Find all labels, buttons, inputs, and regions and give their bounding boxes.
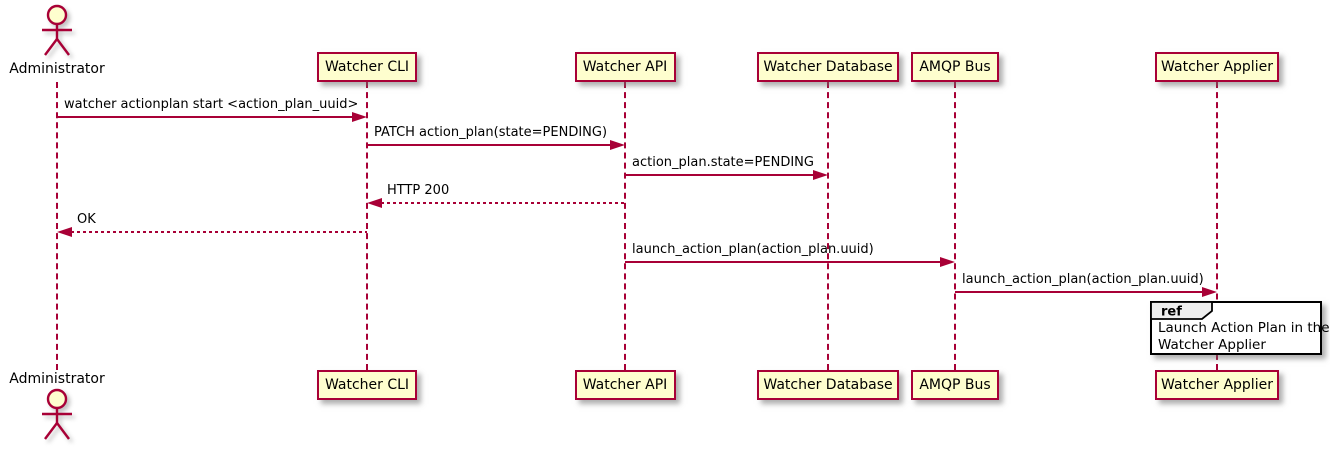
participant-watcher-api-top: Watcher API <box>574 52 676 82</box>
message-7-line <box>955 291 1203 293</box>
message-6-arrowhead <box>940 257 955 267</box>
message-4-line <box>381 202 625 204</box>
participant-amqp-bus-top: AMQP Bus <box>911 52 999 82</box>
actor-icon <box>42 4 72 56</box>
message-1-line <box>57 116 353 118</box>
participant-watcher-cli-top: Watcher CLI <box>317 52 417 82</box>
lifeline-amqp-bus <box>954 82 956 370</box>
ref-keyword: ref <box>1161 305 1182 320</box>
ref-tab-shape <box>1150 301 1213 320</box>
ref-tab: ref <box>1150 301 1213 320</box>
message-6-label: launch_action_plan(action_plan.uuid) <box>632 242 874 257</box>
lifeline-watcher-applier <box>1216 82 1218 370</box>
participant-watcher-database-bottom: Watcher Database <box>757 370 899 400</box>
actor-administrator-top-label: Administrator <box>9 61 105 77</box>
message-6-line <box>625 261 941 263</box>
participant-watcher-database-top: Watcher Database <box>757 52 899 82</box>
message-2-label: PATCH action_plan(state=PENDING) <box>374 125 608 140</box>
participant-amqp-bus-bottom: AMQP Bus <box>911 370 999 400</box>
message-3-arrowhead <box>813 170 828 180</box>
message-1-arrowhead <box>352 112 367 122</box>
ref-body: Launch Action Plan in the Watcher Applie… <box>1152 303 1330 354</box>
message-2-line <box>367 144 611 146</box>
message-7-label: launch_action_plan(action_plan.uuid) <box>962 272 1204 287</box>
message-7-arrowhead <box>1202 287 1217 297</box>
message-5-arrowhead <box>57 227 72 237</box>
message-2-arrowhead <box>610 140 625 150</box>
participant-watcher-api-bottom: Watcher API <box>574 370 676 400</box>
lifeline-watcher-database <box>827 82 829 370</box>
actor-administrator-top <box>37 4 77 62</box>
lifeline-watcher-cli <box>366 82 368 370</box>
ref-text-line: Launch Action Plan in the <box>1158 320 1330 336</box>
actor-administrator-bottom <box>37 388 77 446</box>
message-4-label: HTTP 200 <box>387 183 450 198</box>
participant-watcher-applier-bottom: Watcher Applier <box>1155 370 1279 400</box>
message-1-label: watcher actionplan start <action_plan_uu… <box>64 97 359 112</box>
lifeline-administrator <box>56 82 58 370</box>
message-3-line <box>625 174 814 176</box>
participant-watcher-cli-bottom: Watcher CLI <box>317 370 417 400</box>
message-5-label: OK <box>77 212 96 227</box>
actor-administrator-bottom-label: Administrator <box>9 371 105 387</box>
message-3-label: action_plan.state=PENDING <box>632 155 814 170</box>
message-4-arrowhead <box>367 198 382 208</box>
message-5-line <box>71 231 367 233</box>
participant-watcher-applier-top: Watcher Applier <box>1155 52 1279 82</box>
ref-fragment: ref Launch Action Plan in the Watcher Ap… <box>1150 301 1330 355</box>
ref-text-line: Watcher Applier <box>1158 337 1266 353</box>
lifeline-watcher-api <box>624 82 626 370</box>
actor-icon <box>42 388 72 440</box>
